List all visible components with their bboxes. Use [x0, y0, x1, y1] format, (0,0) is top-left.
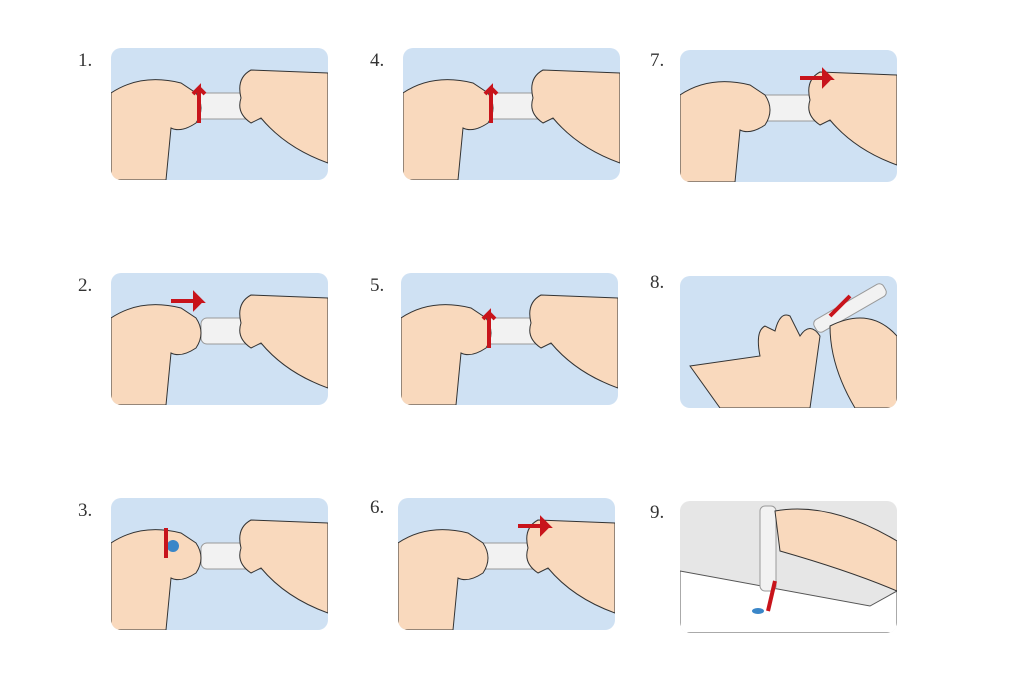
eject-arrow-icon — [766, 580, 777, 612]
step-panel-1 — [111, 48, 328, 180]
left-hand — [111, 529, 202, 630]
step-panel-7 — [680, 50, 897, 182]
step-number: 5. — [370, 275, 385, 296]
step-panel-3 — [111, 498, 328, 630]
left-hand — [680, 81, 771, 182]
step-panel-9 — [680, 501, 897, 633]
right-hand — [239, 69, 328, 164]
step-number: 1. — [78, 50, 93, 71]
press-arrow-icon — [828, 294, 852, 318]
right-hand — [239, 519, 328, 614]
pull-arrow-icon — [518, 515, 553, 537]
left-hand — [111, 304, 202, 405]
step-number: 7. — [650, 50, 665, 71]
used-lancet — [752, 608, 764, 614]
twist-arrow-icon — [191, 83, 207, 123]
table-surface — [680, 570, 897, 633]
right-hand — [529, 294, 618, 389]
twist-arrow-icon — [481, 308, 497, 348]
lancing-device — [759, 505, 777, 592]
step-panel-8 — [680, 276, 897, 408]
pull-arrow-icon — [800, 67, 835, 89]
right-hand — [526, 519, 615, 614]
pull-arrow-icon — [171, 290, 206, 312]
lancet-tab — [167, 540, 179, 552]
right-hand — [531, 69, 620, 164]
right-hand — [829, 317, 897, 408]
step-number: 3. — [78, 500, 93, 521]
left-hand — [398, 529, 489, 630]
right-hand — [774, 508, 897, 592]
step-panel-4 — [403, 48, 620, 180]
step-panel-5 — [401, 273, 618, 405]
right-hand — [239, 294, 328, 389]
step-number: 2. — [78, 275, 93, 296]
step-number: 8. — [650, 272, 665, 293]
step-panel-2 — [111, 273, 328, 405]
step-number: 4. — [370, 50, 385, 71]
left-hand — [689, 314, 821, 408]
right-hand — [808, 71, 897, 166]
step-number: 6. — [370, 497, 385, 518]
step-number: 9. — [650, 502, 665, 523]
step-panel-6 — [398, 498, 615, 630]
twist-arrow-icon — [483, 83, 499, 123]
